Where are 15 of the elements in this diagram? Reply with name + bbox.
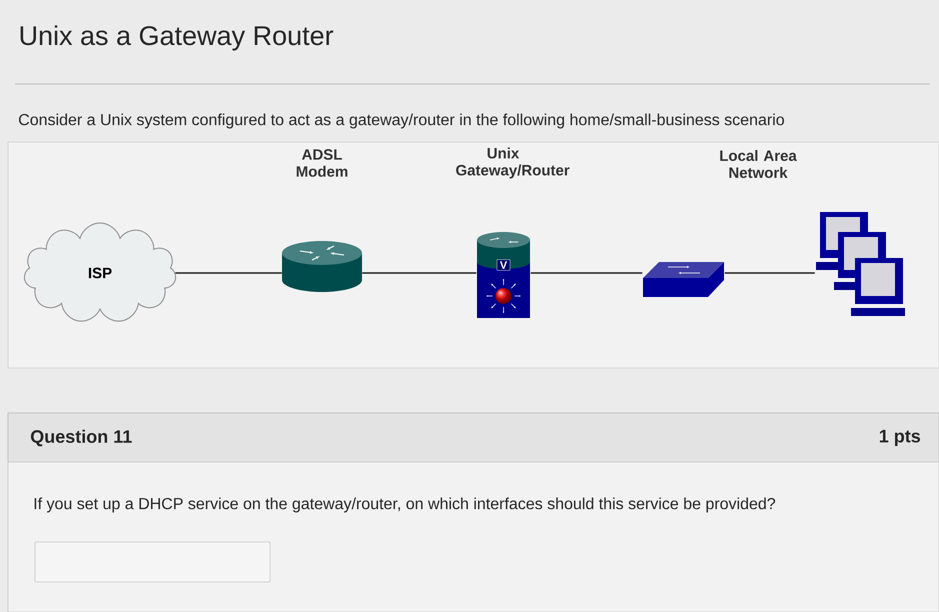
device-label: Unix Gateway/Router (456, 148, 570, 178)
cloud: ISP (24, 222, 176, 322)
cable (362, 272, 476, 274)
points-text: 1 pts (880, 430, 920, 446)
cable (530, 272, 642, 274)
intro-text: Consider a Unix system configured to act as a gateway/router in the following home/small-business scenario (19, 114, 784, 128)
computers-drawing (816, 212, 905, 316)
question-text: If you set up a DHCP service on the gateway/router, on which interfaces should this service be provided? (34, 498, 776, 512)
device-label: ADSL Modem (296, 149, 348, 177)
cable (724, 272, 815, 274)
question-title: Question 11 (30, 430, 132, 446)
switch-icon (643, 262, 724, 297)
device-label: Local Area Network (720, 150, 797, 178)
cable (175, 272, 282, 274)
page-title: Unix as a Gateway Router (20, 25, 334, 51)
